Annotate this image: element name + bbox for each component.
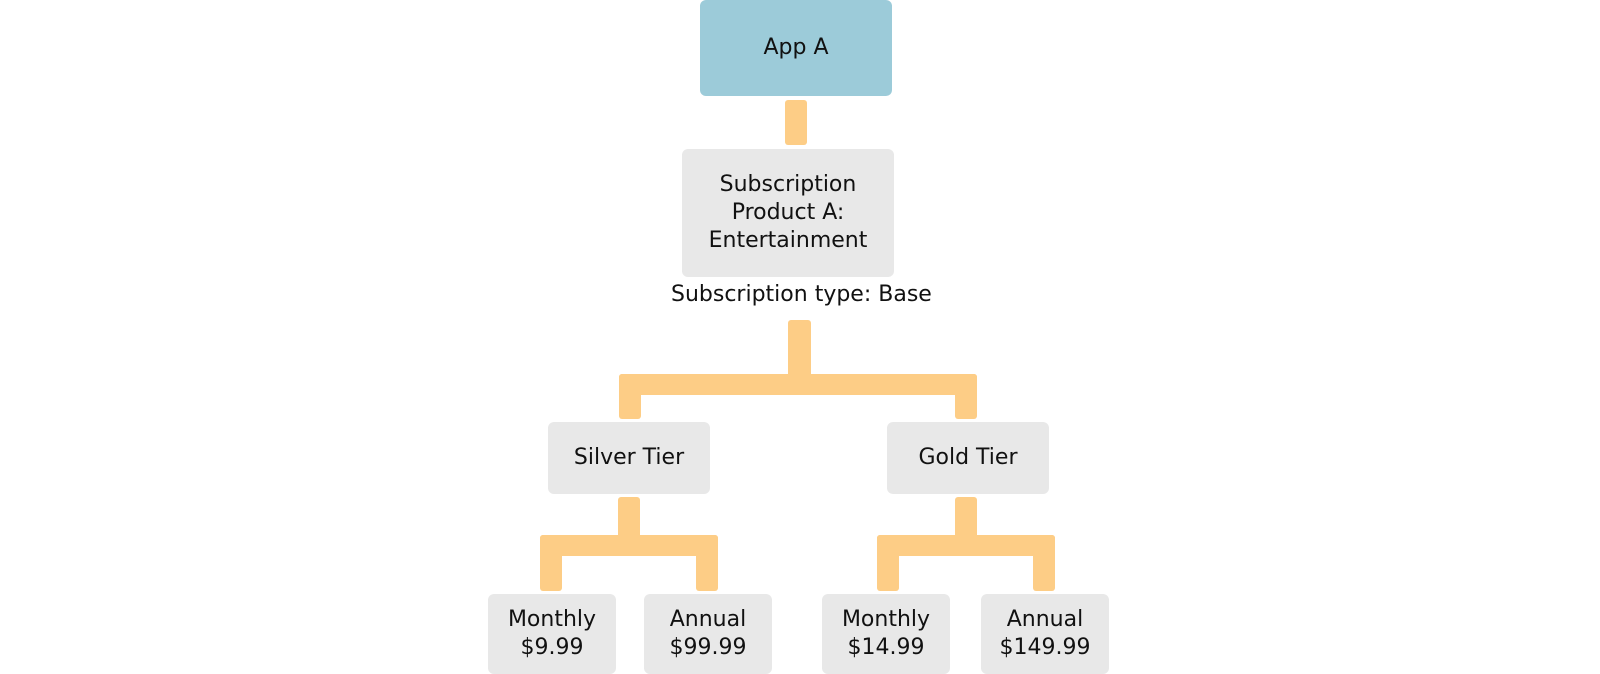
app-node: App A xyxy=(700,0,892,96)
plan-period: Annual xyxy=(1006,607,1084,632)
plan-node-gold-annual: Annual $149.99 xyxy=(981,594,1109,674)
silver-tier-node: Silver Tier xyxy=(548,422,710,494)
connector-product-stem xyxy=(788,320,811,376)
plan-price: $99.99 xyxy=(669,635,747,660)
connector-silver-stem xyxy=(618,497,640,537)
connector-to-gold xyxy=(955,374,977,419)
plan-price: $14.99 xyxy=(847,635,925,660)
plan-price: $149.99 xyxy=(999,635,1091,660)
tier-label: Gold Tier xyxy=(918,445,1018,470)
product-label-line: Subscription xyxy=(719,172,857,197)
plan-price: $9.99 xyxy=(520,635,584,660)
tier-label: Silver Tier xyxy=(573,445,685,470)
plan-node-silver-monthly: Monthly $9.99 xyxy=(488,594,616,674)
plan-period: Monthly xyxy=(841,607,931,632)
connector-silver-bar xyxy=(540,535,718,556)
plan-node-silver-annual: Annual $99.99 xyxy=(644,594,772,674)
connector-product-bar xyxy=(619,374,977,395)
connector-gold-bar xyxy=(877,535,1055,556)
product-label-line: Product A: xyxy=(731,200,845,225)
plan-node-gold-monthly: Monthly $14.99 xyxy=(822,594,950,674)
connector-gold-stem xyxy=(955,497,977,537)
connector-to-gold-monthly xyxy=(877,535,899,591)
product-label-line: Entertainment xyxy=(708,228,868,253)
subscription-product-node: Subscription Product A: Entertainment xyxy=(682,149,894,277)
subscription-type-caption: Subscription type: Base xyxy=(671,282,932,307)
plan-period: Monthly xyxy=(507,607,597,632)
connector-to-silver-annual xyxy=(696,535,718,591)
plan-period: Annual xyxy=(669,607,747,632)
app-label: App A xyxy=(763,35,829,60)
connector-to-silver-monthly xyxy=(540,535,562,591)
gold-tier-node: Gold Tier xyxy=(887,422,1049,494)
connector-app-product xyxy=(785,100,807,145)
connector-to-silver xyxy=(619,374,641,419)
connector-to-gold-annual xyxy=(1033,535,1055,591)
